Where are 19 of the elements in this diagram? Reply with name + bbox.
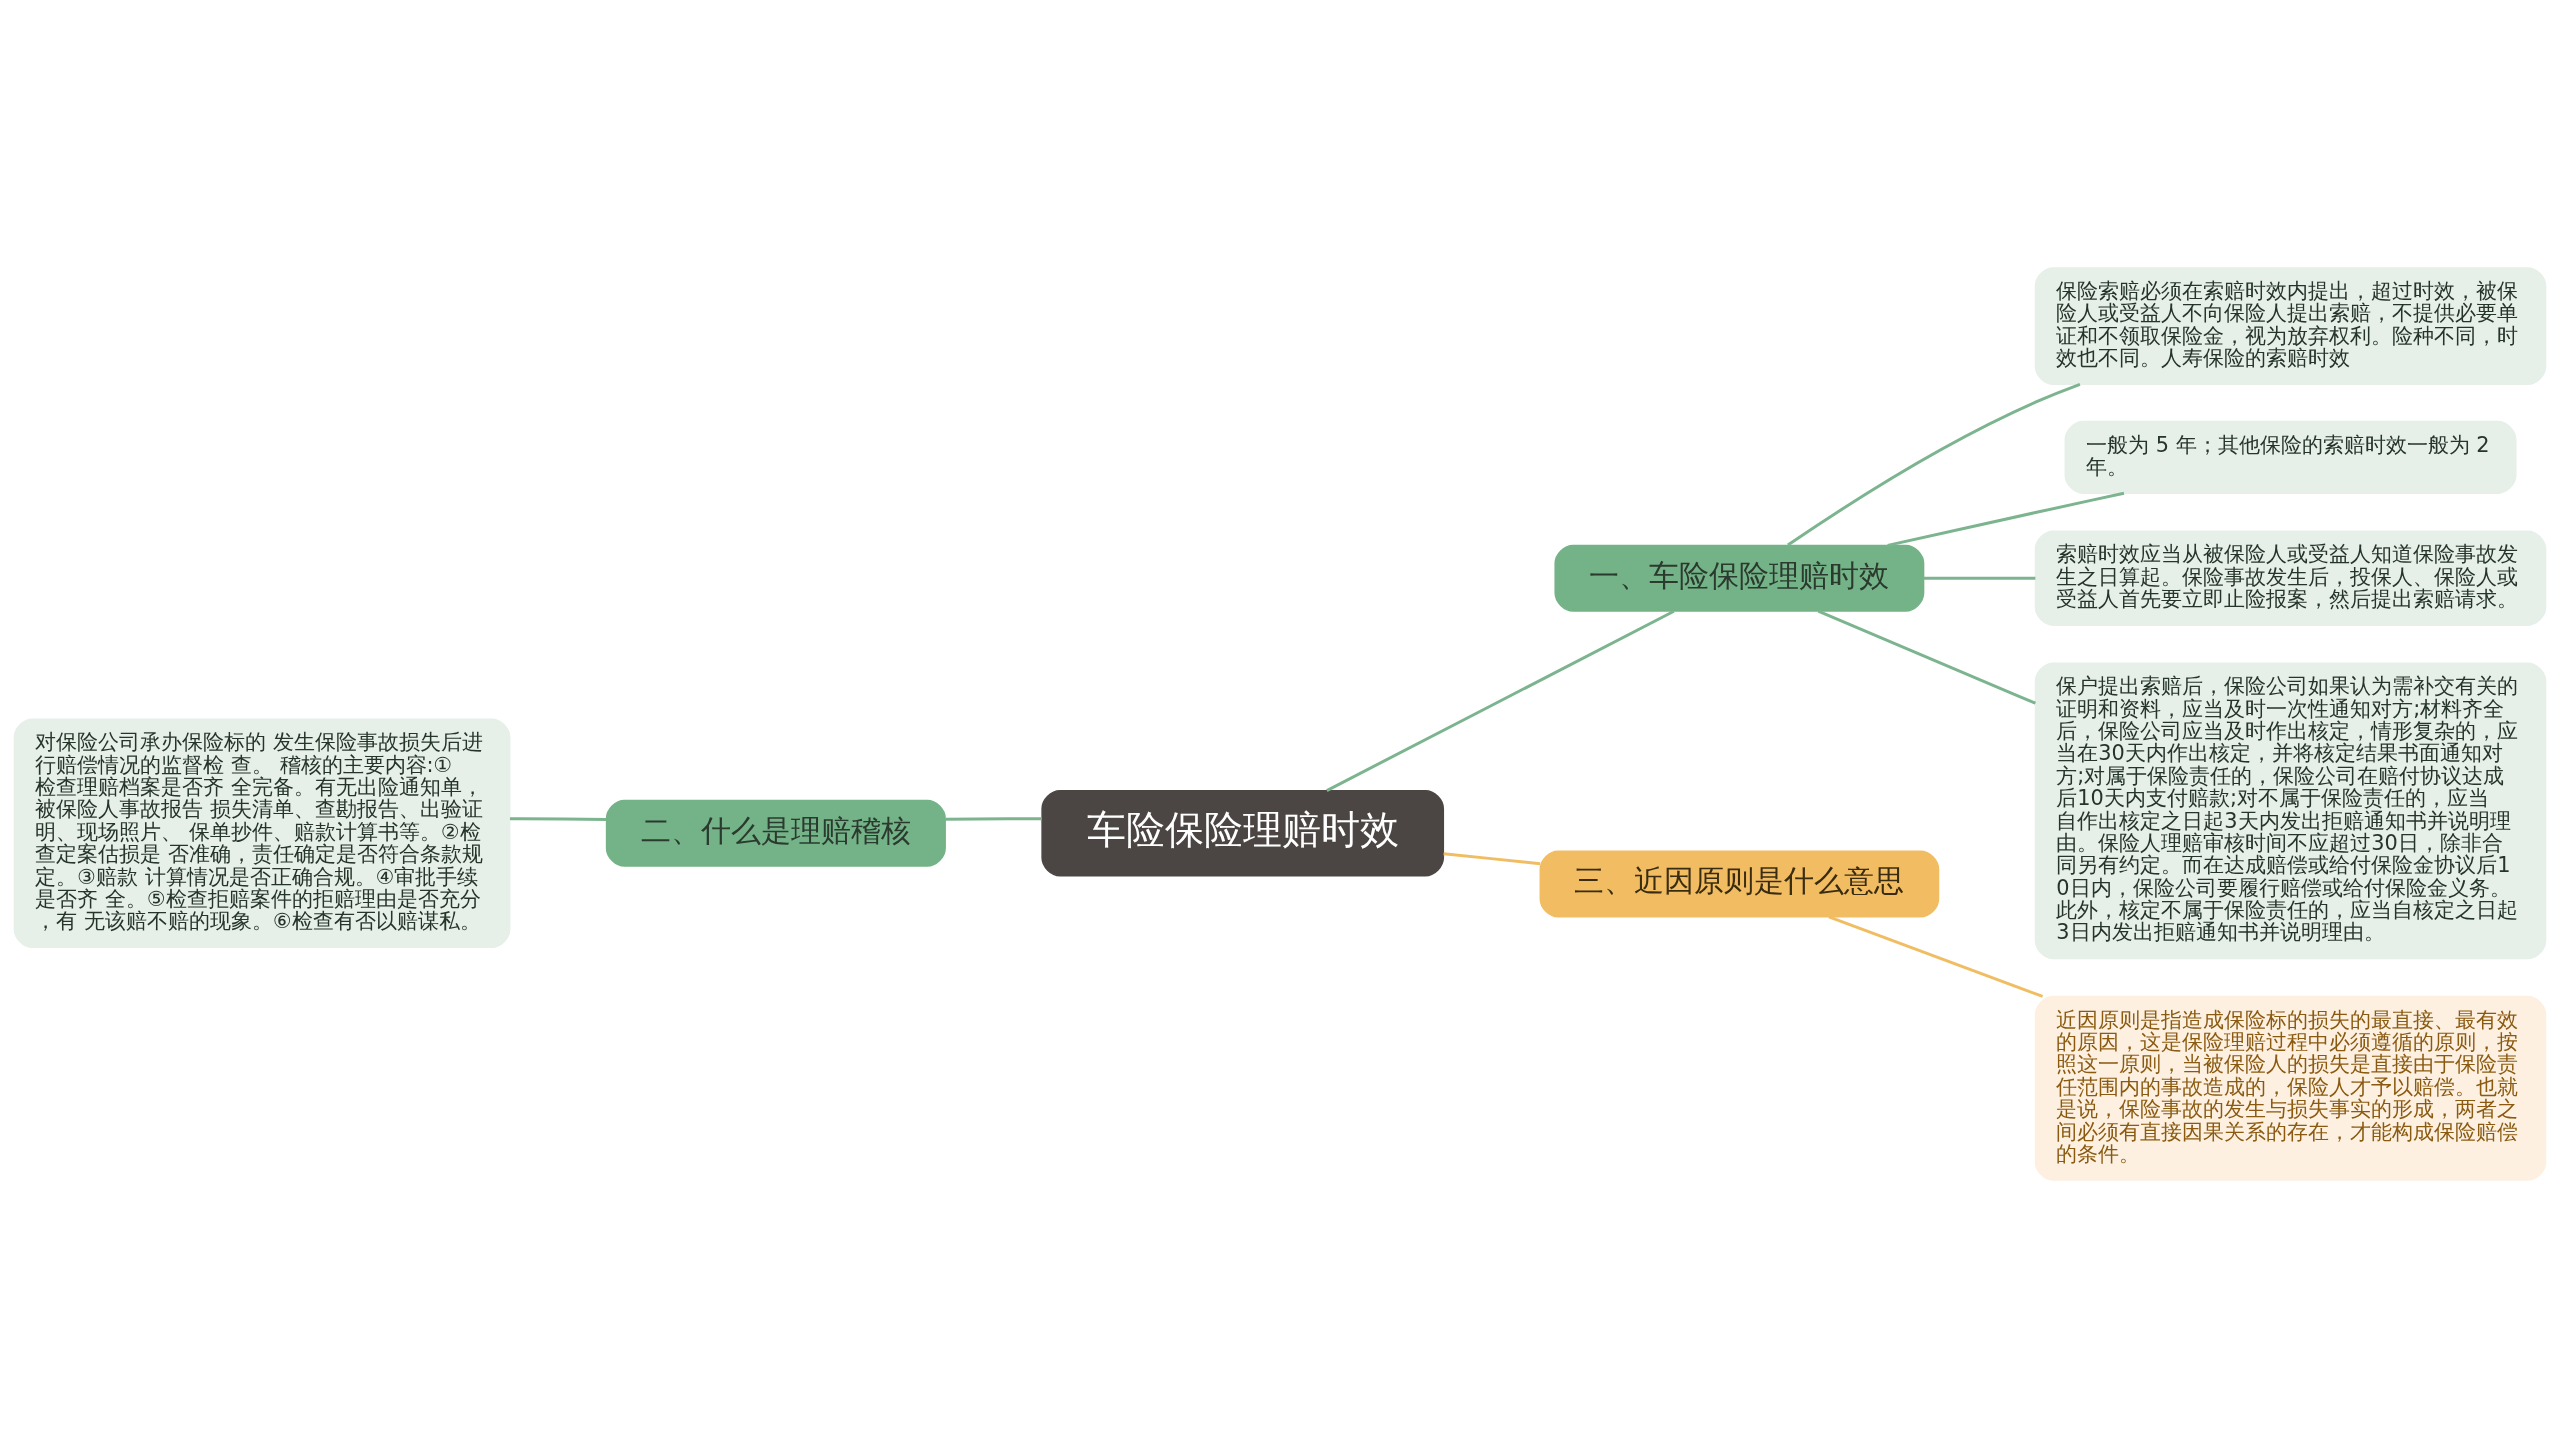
node-box: 保险索赔必须在索赔时效内提出，超过时效，被保险人或受益人不向保险人提出索赔，不提供必要单证和不领取保险金，视为放弃权利。险种不同，时效也不同。人寿保险的索赔时效: [2034, 266, 2547, 385]
connector: [1443, 851, 1541, 865]
connector: [1828, 914, 2044, 998]
node-box: 一般为 5 年；其他保险的索赔时效一般为 2 年。: [2064, 420, 2517, 494]
connector: [1326, 609, 1675, 792]
node-box: 对保险公司承办保险标的 发生保险事故损失后进行赔偿情况的监督检 查。 稽核的主要内容:①检查理赔档案是否齐 全完备。有无出险通知单，被保险人事故报告 损失清单、查勘报告、出验证明、现场照片、 保单抄件、赔款计算书等。②检查定案估损是 否准确，责任确定是否符合条款规定。③赔款 计算情况是否正确合规。④审批手续是否齐 全。⑤检查拒赔案件的拒赔理由是否充分，有 无该赔不赔的现象。⑥检查有否以赔谋私。: [13, 717, 511, 948]
node-box: 二、什么是理赔稽核: [605, 799, 946, 867]
node-box: 一、车险保险理赔时效: [1554, 544, 1925, 612]
node-box: 保户提出索赔后，保险公司如果认为需补交有关的证明和资料，应当及时一次性通知对方;材料齐全后，保险公司应当及时作出核定，情形复杂的，应当在30天内作出核定，并将核定结果书面通知对方;对属于保险责任的，保险公司在赔付协议达成后10天内支付赔款;对不属于保险责任的，应当自作出核定之日起3天内发出拒赔通知书并说明理由。保险人理赔审核时间不应超过30日，除非合同另有约定。而在达成赔偿或给付保险金协议后10日内，保险公司要履行赔偿或给付保险金义务。此外，核定不属于保险责任的，应当自核定之日起3日内发出拒赔通知书并说明理由。: [2034, 661, 2547, 959]
connector: [1817, 609, 2037, 705]
node-box: 近因原则是指造成保险标的损失的最直接、最有效的原因，这是保险理赔过程中必须遵循的原则，按照这一原则，当被保险人的损失是直接由于保险责任范围内的事故造成的，保险人才予以赔偿。也就是说，保险事故的发生与损失事实的形成，两者之间必须有直接因果关系的存在，才能构成保险赔偿的条件。: [2034, 995, 2547, 1181]
connector: [945, 816, 1042, 821]
node-box: 三、近因原则是什么意思: [1539, 849, 1940, 918]
connector: [1787, 382, 2081, 546]
connector: [1923, 576, 2036, 580]
node-box: 索赔时效应当从被保险人或受益人知道保险事故发生之日算起。保险事故发生后，投保人、保险人或受益人首先要立即止险报案，然后提出索赔请求。: [2034, 529, 2547, 626]
node-box: 车险保险理赔时效: [1041, 789, 1445, 876]
connector: [509, 816, 607, 821]
connector: [1887, 491, 2125, 547]
